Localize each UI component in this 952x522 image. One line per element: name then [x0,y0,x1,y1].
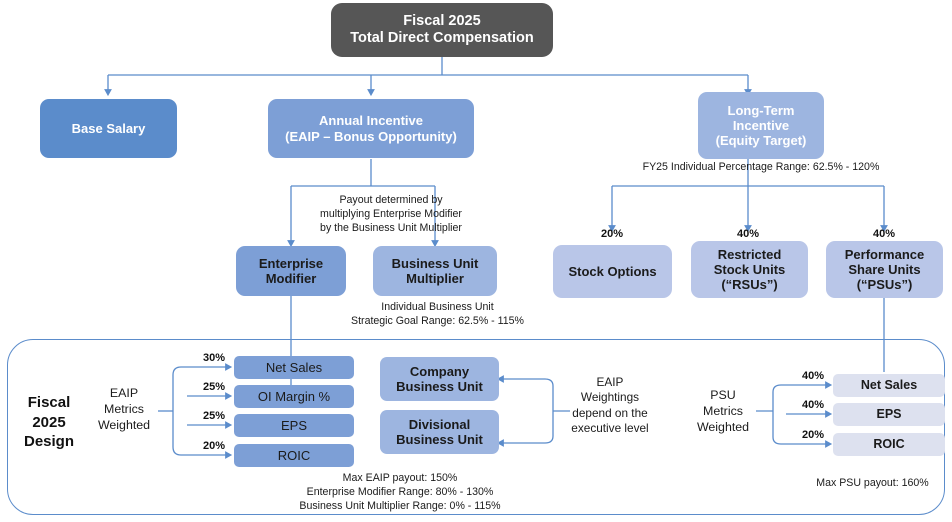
psu-metric-weight-2: 20% [801,429,825,441]
panel-title-line-3: Design [23,433,74,450]
stock-options-box: Stock Options [553,245,672,298]
annual-incentive-box: Annual Incentive (EAIP – Bonus Opportuni… [268,99,474,158]
psu-metrics-label: PSU Metrics Weighted [688,387,758,435]
payout-note-line-3: by the Business Unit Multiplier [320,222,462,235]
weightings-line-4: executive level [571,420,649,435]
eaip-metric-name-3: ROIC [277,447,311,463]
title-line-2: Total Direct Compensation [350,30,534,46]
enterprise-modifier-box: Enterprise Modifier [236,246,346,296]
eaip-footnote-line-3: Business Unit Multiplier Range: 0% - 115… [299,500,501,513]
eaip-metric-weight-1: 25% [202,381,226,393]
stock-options-label: Stock Options [568,263,657,279]
eaip-metrics-line-3: Weighted [97,418,151,433]
psu-line-2: Share Units [848,261,921,277]
business-unit-multiplier-box: Business Unit Multiplier [373,246,497,296]
eaip-footnote: Max EAIP payout: 150% Enterprise Modifie… [250,471,550,513]
weightings-line-3: depend on the [572,405,648,420]
eaip-weightings-note: EAIP Weightings depend on the executive … [562,375,658,436]
annual-incentive-line-1: Annual Incentive [318,113,424,129]
payout-note-line-1: Payout determined by [339,194,443,206]
psu-metric-name-2: ROIC [873,437,905,452]
payout-note-line-2: multiplying Enterprise Modifier [320,208,462,221]
business-unit-multiplier-line-1: Business Unit [391,255,479,271]
company-bu-line-1: Company [409,363,470,379]
long-term-incentive-box: Long-Term Incentive (Equity Target) [698,92,824,159]
psu-metric-weight-0: 40% [801,370,825,382]
fiscal-2025-design-panel [7,339,945,515]
base-salary-box: Base Salary [40,99,177,158]
eaip-metric-name-0: Net Sales [265,359,323,375]
eaip-footnote-line-1: Max EAIP payout: 150% [342,472,458,484]
base-salary-label: Base Salary [71,120,146,136]
eaip-metric-box-3: ROIC [234,444,354,467]
psu-metrics-line-2: Metrics [703,404,743,419]
eaip-metric-box-1: OI Margin % [234,385,354,408]
eaip-metric-box-0: Net Sales [234,356,354,379]
stock-options-weight: 20% [600,228,624,240]
title-line-1: Fiscal 2025 [403,12,481,29]
psu-line-1: Performance [844,246,925,262]
bu-range-line-1: Individual Business Unit [381,301,494,313]
panel-title-line-2: 2025 [32,413,66,431]
weightings-line-2: Weightings [580,390,640,405]
psu-metric-box-1: EPS [833,403,945,426]
panel-title-line-1: Fiscal [27,394,71,411]
lti-line-3: (Equity Target) [715,133,807,149]
total-direct-compensation-box: Fiscal 2025 Total Direct Compensation [331,3,553,57]
eaip-footnote-line-2: Enterprise Modifier Range: 80% - 130% [306,486,494,499]
psu-metric-box-2: ROIC [833,433,945,456]
eaip-metrics-line-1: EAIP [109,386,139,400]
psu-metric-weight-1: 40% [801,399,825,411]
restricted-stock-units-box: Restricted Stock Units (“RSUs”) [691,241,808,298]
psu-metric-name-1: EPS [876,407,902,422]
psu-metrics-line-3: Weighted [696,420,750,435]
business-unit-range-note: Individual Business Unit Strategic Goal … [340,300,535,328]
bu-range-line-2: Strategic Goal Range: 62.5% - 115% [351,315,524,328]
divisional-bu-line-2: Business Unit [396,432,483,447]
business-unit-multiplier-line-2: Multiplier [406,271,464,286]
psu-line-3: (“PSUs”) [856,277,913,293]
eaip-metrics-label: EAIP Metrics Weighted [88,385,160,433]
psu-metric-box-0: Net Sales [833,374,945,397]
enterprise-modifier-line-2: Modifier [265,271,317,286]
divisional-business-unit-box: Divisional Business Unit [380,410,499,454]
rsu-line-3: (“RSUs”) [721,277,778,293]
psu-metrics-line-1: PSU [710,388,736,402]
enterprise-modifier-line-1: Enterprise [258,255,324,271]
psu-weight: 40% [872,228,896,240]
rsu-weight: 40% [736,228,760,240]
psu-metric-name-0: Net Sales [860,378,918,393]
rsu-line-2: Stock Units [713,261,786,277]
payout-determination-note: Payout determined by multiplying Enterpr… [286,193,496,235]
annual-incentive-line-2: (EAIP – Bonus Opportunity) [285,128,457,144]
weightings-line-1: EAIP [596,375,624,389]
eaip-metric-box-2: EPS [234,414,354,437]
rsu-line-1: Restricted [717,246,782,262]
company-business-unit-box: Company Business Unit [380,357,499,401]
psu-footnote: Max PSU payout: 160% [816,477,929,489]
eaip-metric-weight-3: 20% [202,440,226,452]
eaip-metric-name-2: EPS [280,417,307,433]
eaip-metric-weight-2: 25% [202,410,226,422]
eaip-metric-weight-0: 30% [202,352,226,364]
lti-line-2: Incentive [732,117,790,133]
eaip-metrics-line-2: Metrics [104,402,144,417]
lti-range-note: FY25 Individual Percentage Range: 62.5% … [642,161,880,173]
performance-share-units-box: Performance Share Units (“PSUs”) [826,241,943,298]
lti-line-1: Long-Term [727,102,795,118]
divisional-bu-line-1: Divisional [408,416,471,432]
panel-title: Fiscal 2025 Design [10,393,88,452]
company-bu-line-2: Business Unit [396,379,483,394]
eaip-metric-name-1: OI Margin % [257,388,331,404]
